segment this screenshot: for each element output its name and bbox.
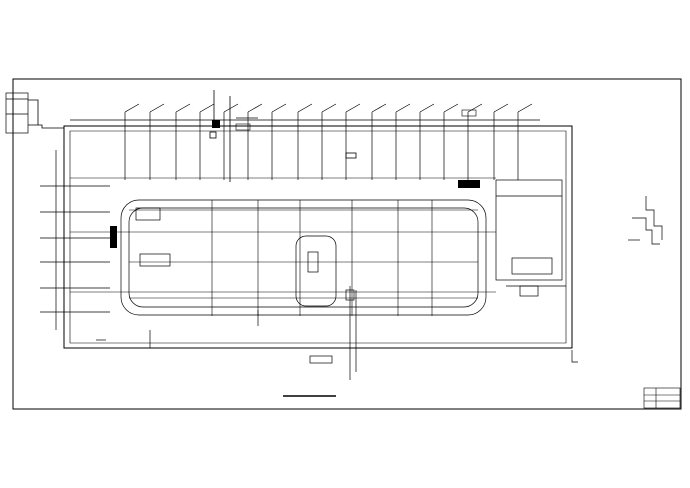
bottom-outlets	[96, 286, 578, 380]
left-branch-pipes	[40, 150, 110, 330]
riser-leader	[271, 103, 287, 113]
riser-leader	[467, 103, 483, 113]
riser-leader	[149, 103, 165, 113]
riser-leader	[493, 103, 509, 113]
title-block	[643, 387, 681, 409]
detail-elevation	[628, 196, 663, 245]
riser-pipes	[70, 103, 540, 180]
riser-leader	[297, 103, 313, 113]
riser-leader	[371, 103, 387, 113]
riser-leader	[175, 103, 191, 113]
riser-leader	[124, 103, 140, 113]
riser-leader	[517, 103, 533, 113]
riser-leader	[199, 103, 215, 113]
equipment-blocks	[110, 109, 539, 297]
riser-leader	[419, 103, 435, 113]
right-structure	[495, 179, 566, 287]
legend-box	[5, 92, 29, 134]
interior-pipes	[70, 177, 496, 316]
riser-leader	[345, 103, 361, 113]
riser-leader	[395, 103, 411, 113]
riser-leader	[223, 103, 239, 113]
building-outline	[63, 125, 573, 349]
riser-leader	[321, 103, 337, 113]
ramp-track	[120, 199, 487, 316]
riser-leader	[247, 103, 263, 113]
drawing-frame	[12, 78, 682, 410]
riser-leader	[443, 103, 459, 113]
main-supply-line	[28, 90, 258, 182]
